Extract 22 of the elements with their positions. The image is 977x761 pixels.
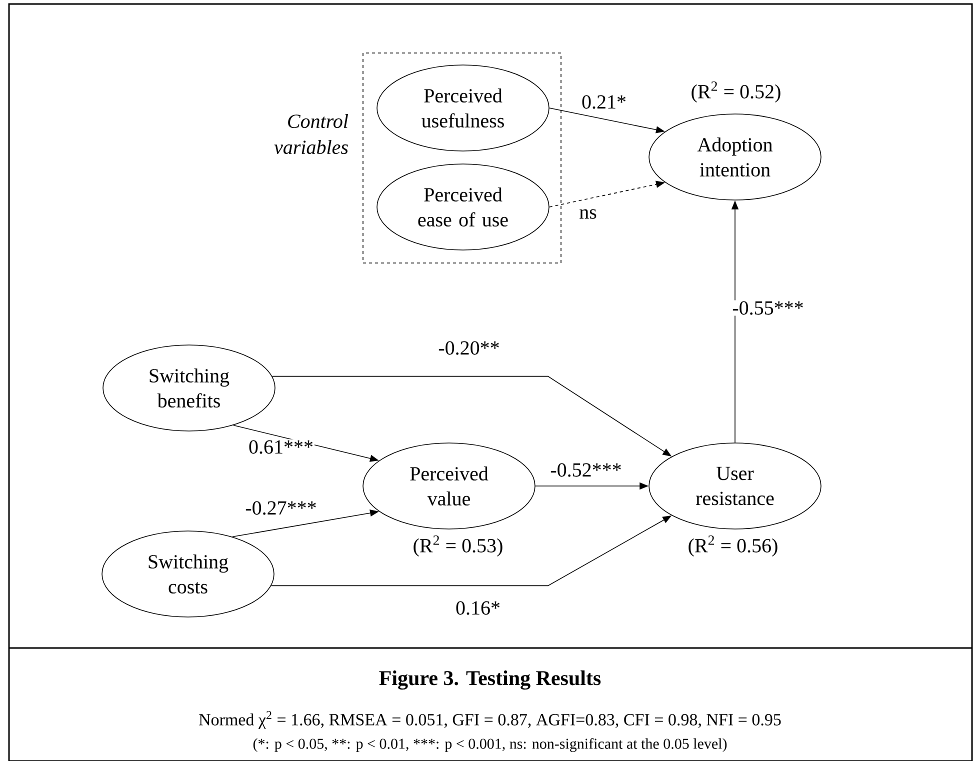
note-text: (*: p < 0.05, **: p < 0.01, ***: p < 0.001, ns: non-significant at the 0.05 level) [253,738,727,752]
ellipse-node: Adoption intention [648,114,822,200]
ellipse-node: User resistance [648,442,822,530]
r-squared-label: (R$^{2}$ = 0.52) [692,81,780,103]
ellipse-node: Switching benefits [102,344,276,432]
r-squared-label: (R$^{2}$ = 0.56) [688,535,778,557]
figure-caption: Figure 3. Testing Results [379,670,601,690]
edge-label: -0.20** [437,340,501,356]
ellipse-node: Perceived usefulness [376,64,550,152]
edge-label: -0.27*** [244,500,318,516]
r-squared-label: (R$^{2}$ = 0.53) [414,535,502,557]
edge-label: 0.16* [454,600,502,616]
edge-label: 0.21* [580,94,628,110]
edge-label: 0.61*** [248,439,314,455]
note-text: Normed χ$^{2}$ = 1.66, RMSEA = 0.051, GFI = 0.87, AGFI=0.83, CFI = 0.98, NFI = 0.95 [199,711,781,729]
node-label: Control variables [274,114,348,154]
ellipse-node: Perceived ease of use [376,164,550,250]
edge-label: -0.55*** [731,300,805,316]
ellipse-node: Perceived value [362,442,536,530]
edge-label: -0.52*** [549,462,623,478]
ellipse-node: Switching costs [102,530,274,618]
edge-label: ns [578,208,598,220]
